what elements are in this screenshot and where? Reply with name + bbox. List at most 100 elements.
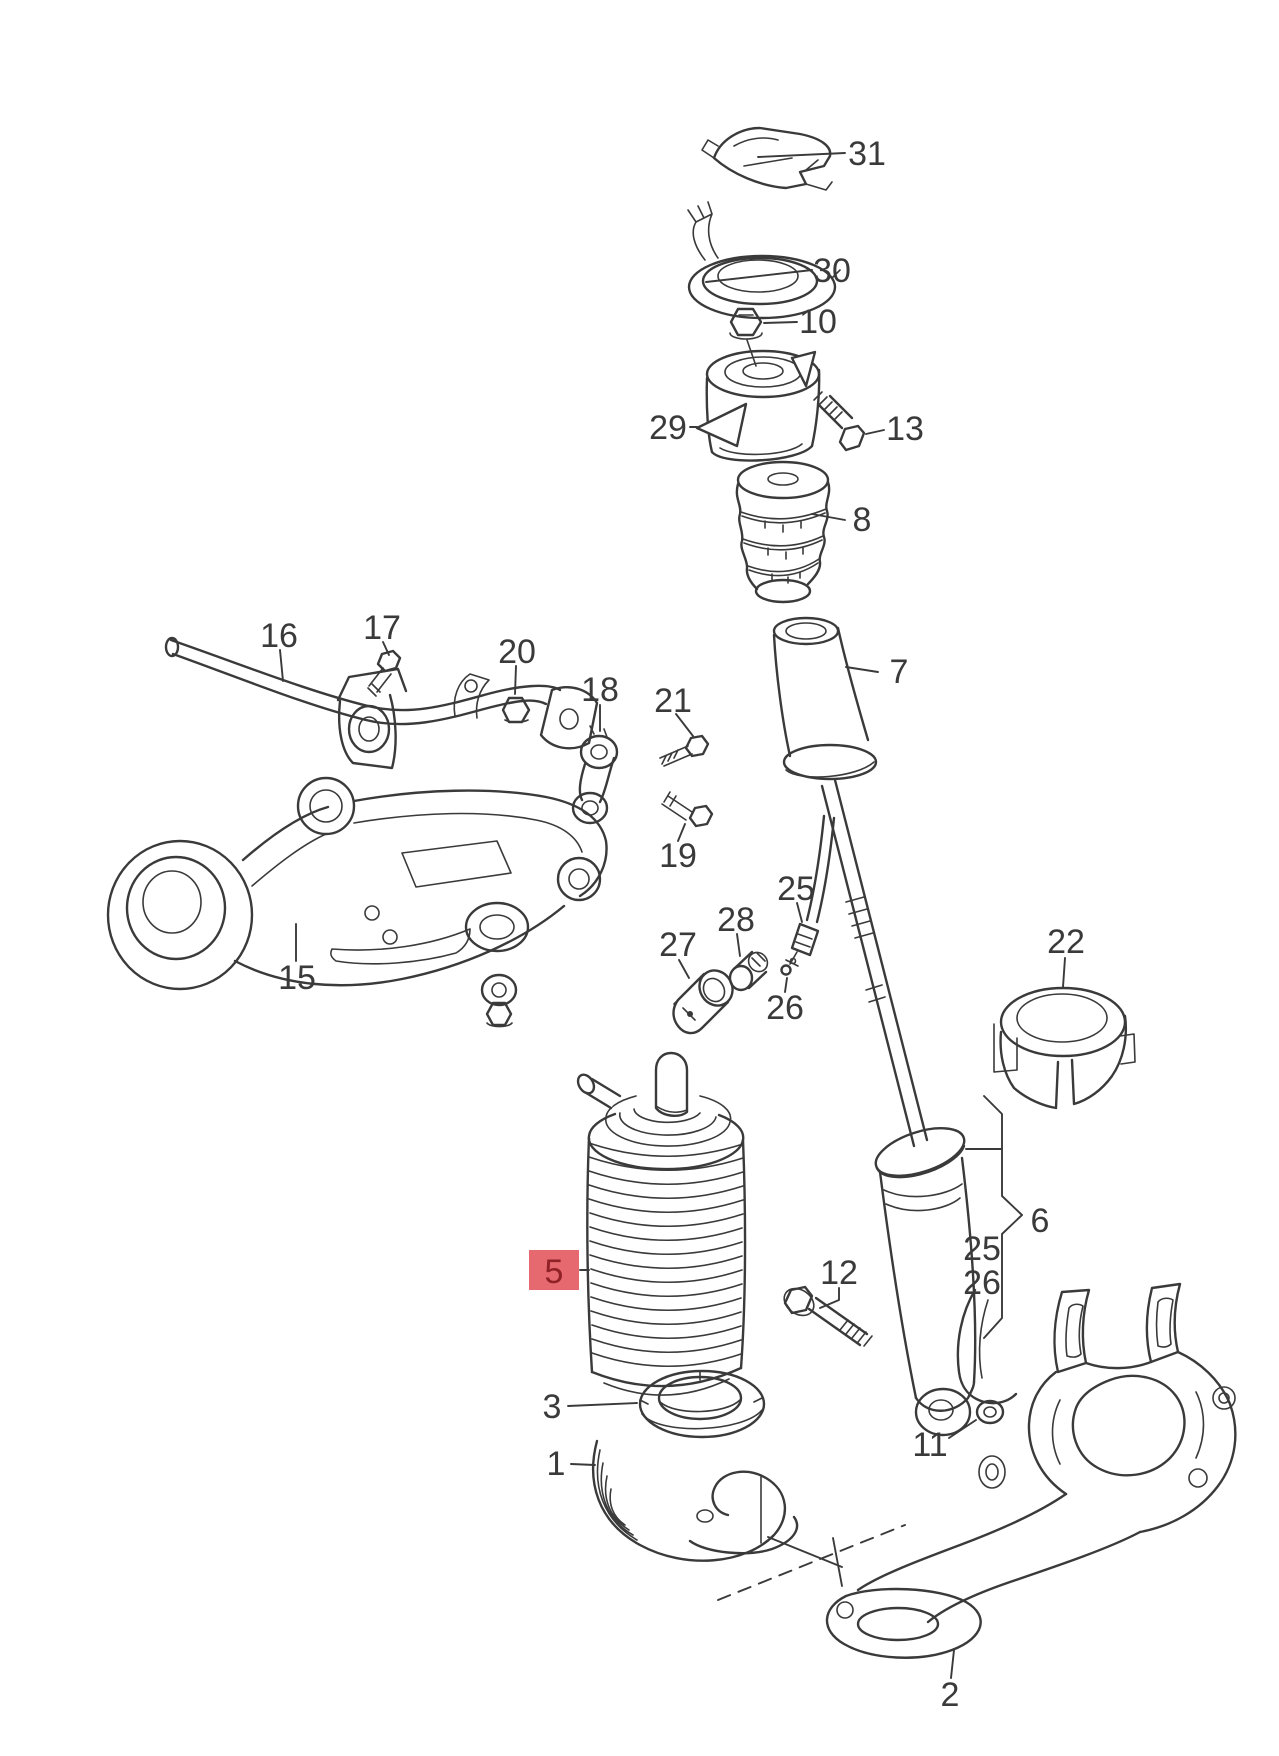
- callout-18[interactable]: 18: [581, 671, 619, 709]
- arm-barrel: [464, 901, 530, 953]
- cap-outer: [687, 254, 837, 320]
- assembly-v-lines: [767, 1536, 843, 1587]
- callout-5[interactable]: 5: [545, 1253, 564, 1291]
- callout-7[interactable]: 7: [890, 653, 909, 691]
- seat-hole: [696, 1509, 714, 1523]
- callout-29[interactable]: 29: [649, 409, 687, 447]
- leader-28: [736, 933, 741, 957]
- cap-inner: [717, 259, 799, 293]
- fit-threads: [751, 952, 766, 967]
- clamp-bushing: [347, 704, 391, 754]
- leader-12: [819, 1287, 840, 1309]
- knuckle-slot-left: [1065, 1303, 1084, 1358]
- mount-skirt: [710, 444, 814, 462]
- part-spring-seat-1: [591, 1439, 799, 1562]
- mount-ring2: [724, 356, 802, 388]
- arm-left-bushing: [142, 870, 202, 934]
- part-stabilizer-bar: [164, 636, 599, 770]
- callout-22[interactable]: 22: [1047, 923, 1085, 961]
- callout-6[interactable]: 6: [1031, 1202, 1050, 1240]
- part-heat-shield-bracket: [701, 126, 833, 191]
- assembly-centerline: [717, 1524, 906, 1601]
- callout-15[interactable]: 15: [278, 959, 316, 997]
- leader-2: [950, 1649, 955, 1679]
- fit-face: [728, 964, 754, 992]
- bump-top: [736, 460, 830, 500]
- bolt21-head: [684, 734, 710, 758]
- leader-8: [811, 513, 846, 521]
- callout-26-upper[interactable]: 26: [766, 989, 804, 1027]
- knuckle-fork-inner: [978, 1299, 989, 1379]
- cap22-tabs: [993, 1023, 1136, 1073]
- callout-2[interactable]: 2: [941, 1676, 960, 1714]
- bellows-sides: [586, 1136, 747, 1374]
- cap-mid: [701, 256, 819, 306]
- callout-17[interactable]: 17: [363, 609, 401, 647]
- press-wedge-right: [790, 350, 817, 388]
- arm-tip-eye: [556, 856, 602, 902]
- valve-25-body: [790, 922, 820, 957]
- arm-hole-b: [382, 929, 398, 945]
- knuckle-boss-a2: [1218, 1392, 1230, 1404]
- fit-body: [733, 950, 768, 990]
- callout-11[interactable]: 11: [912, 1426, 947, 1464]
- callout-10[interactable]: 10: [799, 303, 837, 341]
- callout-31[interactable]: 31: [848, 135, 886, 173]
- callout-16[interactable]: 16: [260, 617, 298, 655]
- hanger-strap: [453, 673, 490, 719]
- tube-top-inner: [785, 622, 827, 640]
- callout-28[interactable]: 28: [717, 901, 755, 939]
- leader-7: [845, 666, 879, 673]
- callout-3[interactable]: 3: [543, 1388, 562, 1426]
- callout-5-highlight-box[interactable]: [529, 1250, 579, 1290]
- callout-26-lower[interactable]: 26: [963, 1264, 1001, 1302]
- callout-25-lower[interactable]: 25: [963, 1230, 1001, 1268]
- strap-hole: [464, 679, 478, 693]
- arm-tip-eye-inner: [568, 868, 590, 890]
- callout-1[interactable]: 1: [547, 1445, 566, 1483]
- arm-top-eye-inner: [309, 789, 343, 823]
- callout-27[interactable]: 27: [659, 926, 697, 964]
- callout-20[interactable]: 20: [498, 633, 536, 671]
- knuckle-lug-inner: [985, 1463, 999, 1481]
- cap-bracket: [687, 201, 841, 279]
- part-air-line-valve: [780, 814, 836, 976]
- knuckle-legs: [856, 1492, 1142, 1624]
- bolt19-shaft: [661, 791, 693, 821]
- ring-inner: [657, 1375, 743, 1421]
- air-line: [805, 814, 836, 924]
- conn-face-inner: [702, 977, 726, 1003]
- leader-20: [514, 665, 517, 695]
- seat-volute: [591, 1439, 787, 1562]
- callout-12[interactable]: 12: [820, 1254, 858, 1292]
- callout-8[interactable]: 8: [853, 501, 872, 539]
- bolt19-head: [688, 804, 714, 828]
- part-bolt-12: [783, 1285, 873, 1347]
- tube-sides: [772, 626, 870, 758]
- part-fitting-28: [728, 950, 769, 992]
- callout-21[interactable]: 21: [654, 682, 692, 720]
- perch-hole: [856, 1606, 940, 1642]
- knuckle-boss-a: [1212, 1386, 1236, 1410]
- callout-13[interactable]: 13: [886, 410, 924, 448]
- arm-slot: [330, 928, 471, 965]
- leader-3: [567, 1402, 638, 1407]
- part-wheel-knuckle: [825, 1282, 1237, 1659]
- callout-25-upper[interactable]: 25: [777, 870, 815, 908]
- part-protective-tube: [772, 616, 878, 781]
- callout-30[interactable]: 30: [813, 252, 851, 290]
- arm-window: [401, 840, 512, 888]
- bolt21-shaft: [659, 745, 693, 767]
- callout-19[interactable]: 19: [659, 837, 697, 875]
- arm-inner-edge: [251, 812, 583, 887]
- mount-skirt-inner: [719, 443, 803, 456]
- lower-eye: [914, 1387, 972, 1437]
- part-protective-cap: [687, 201, 841, 320]
- arm-lower-edge: [233, 904, 566, 987]
- bar-end: [164, 636, 180, 658]
- arm-lower-eye: [480, 973, 518, 1007]
- body-bands: [883, 1183, 963, 1212]
- leader-lines: [279, 152, 1066, 1679]
- part-upper-shock-mount: [695, 349, 821, 462]
